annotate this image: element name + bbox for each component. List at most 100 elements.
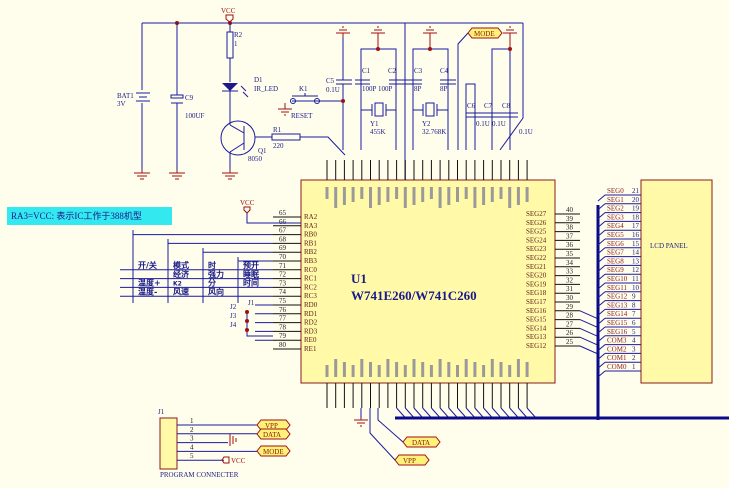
lcd-pin-name: SEG15 bbox=[607, 319, 628, 327]
bus-entry bbox=[448, 407, 458, 418]
connector-pin-number: 1 bbox=[190, 417, 194, 425]
chip-u1 bbox=[300, 179, 556, 384]
lcd-pin-name: SEG5 bbox=[607, 231, 624, 239]
pin-number: 79 bbox=[279, 332, 287, 340]
pin-number: 69 bbox=[279, 244, 287, 252]
bus-entry bbox=[597, 256, 606, 263]
bus-entry bbox=[597, 370, 606, 378]
bus-entry bbox=[465, 407, 475, 418]
pin-number: 31 bbox=[566, 285, 574, 293]
pin-marker bbox=[351, 365, 355, 377]
lcd-pin-number: 14 bbox=[632, 249, 640, 257]
resistor-icon bbox=[226, 31, 234, 59]
lcd-pin-name: COM3 bbox=[607, 337, 627, 345]
c2-value: 100P bbox=[378, 85, 393, 93]
c1-value: 100P bbox=[362, 85, 377, 93]
pin-marker bbox=[456, 187, 459, 202]
pin-name: SEG15 bbox=[526, 316, 547, 324]
note-box: RA3=VCC: 表示IC工作于388机型 bbox=[7, 207, 172, 225]
lcd-pin-number: 4 bbox=[632, 337, 636, 345]
j1-ref: J1 bbox=[158, 408, 165, 416]
pin-number: 36 bbox=[566, 241, 574, 249]
c5-ref: C5 bbox=[326, 77, 335, 85]
u1-ref: U1 bbox=[351, 271, 367, 286]
pin-marker bbox=[525, 187, 529, 202]
bus-entry bbox=[483, 407, 492, 418]
program-connector bbox=[159, 417, 178, 470]
pin-number: 68 bbox=[279, 235, 287, 243]
pin-marker bbox=[490, 359, 494, 377]
lcd-pin-number: 21 bbox=[632, 187, 640, 195]
lcd-pin-number: 18 bbox=[632, 213, 640, 221]
u1-value: W741E260/W741C260 bbox=[351, 288, 477, 303]
key-label: 开/关 bbox=[138, 260, 157, 270]
lcd-pin-number: 7 bbox=[632, 310, 636, 318]
pin-marker bbox=[325, 187, 329, 199]
key-label: 强力 bbox=[208, 269, 224, 279]
lcd-pin-number: 8 bbox=[632, 301, 636, 309]
bus-entry bbox=[597, 361, 606, 369]
lcd-label: LCD PANEL bbox=[650, 242, 688, 250]
lcd-pin-name: SEG14 bbox=[607, 310, 628, 318]
lcd-pin-number: 12 bbox=[632, 266, 640, 274]
pin-number: 35 bbox=[566, 250, 574, 258]
pin-marker bbox=[351, 187, 355, 202]
pin-name: RC0 bbox=[304, 266, 317, 274]
c8-ref: C8 bbox=[502, 102, 511, 110]
connector-pin-number: 2 bbox=[190, 426, 194, 434]
capacitor-icon bbox=[170, 94, 184, 99]
pin-marker bbox=[403, 365, 407, 377]
pin-marker bbox=[499, 187, 503, 199]
net-label-vpp: VPP bbox=[394, 454, 430, 466]
k1-value: RESET bbox=[291, 112, 313, 120]
vcc-label-top: VCC bbox=[221, 7, 236, 15]
bus-entry bbox=[597, 282, 606, 290]
pin-name: RD0 bbox=[304, 301, 318, 309]
crystal-icon bbox=[425, 102, 435, 117]
key-label: 分 bbox=[208, 278, 216, 288]
pin-number: 29 bbox=[566, 303, 574, 311]
bus-entry bbox=[526, 407, 536, 418]
jumper-j3: J3 bbox=[230, 312, 237, 320]
bus-entry bbox=[509, 407, 519, 418]
pin-marker bbox=[412, 187, 416, 205]
pin-marker bbox=[525, 362, 529, 377]
lcd-pin-name: SEG4 bbox=[607, 222, 624, 230]
jumper-j4: J4 bbox=[230, 321, 237, 329]
lcd-pin-number: 6 bbox=[632, 319, 636, 327]
pin-number: 67 bbox=[279, 227, 287, 235]
pin-number: 80 bbox=[279, 341, 287, 349]
key-label: 风向 bbox=[208, 286, 224, 296]
r2-ref: R2 bbox=[234, 31, 243, 39]
lcd-pin-number: 10 bbox=[632, 284, 640, 292]
lcd-pin-name: SEG11 bbox=[607, 284, 627, 292]
vcc-label-j1: VCC bbox=[231, 457, 246, 465]
q1-value: 8050 bbox=[248, 155, 263, 163]
bus-entry bbox=[597, 309, 606, 316]
pin-marker bbox=[334, 187, 338, 208]
c6-value: 0.1U bbox=[476, 120, 490, 128]
pin-number: 72 bbox=[279, 271, 287, 279]
lcd-pin-number: 3 bbox=[632, 345, 636, 353]
lcd-pin-name: SEG13 bbox=[607, 301, 628, 309]
bus-entry bbox=[597, 194, 606, 202]
lcd-pin-name: SEG6 bbox=[607, 240, 624, 248]
pin-marker bbox=[464, 187, 468, 199]
lcd-pin-name: SEG1 bbox=[607, 196, 624, 204]
pin-number: 70 bbox=[279, 253, 287, 261]
jumper-j1: J1 bbox=[248, 299, 255, 307]
lcd-pin-number: 13 bbox=[632, 257, 640, 265]
pin-name: RB0 bbox=[304, 231, 317, 239]
pin-name: RC3 bbox=[304, 292, 317, 300]
pin-name: SEG22 bbox=[526, 254, 547, 262]
vcc-label-left: VCC bbox=[240, 199, 255, 207]
bus-entry bbox=[474, 407, 484, 418]
pin-name: SEG19 bbox=[526, 280, 547, 288]
pin-marker bbox=[325, 365, 329, 377]
c3-ref: C3 bbox=[414, 67, 423, 75]
bus-entry bbox=[431, 407, 440, 418]
pin-number: 25 bbox=[566, 338, 574, 346]
pin-number: 71 bbox=[279, 262, 287, 270]
svg-text:DATA: DATA bbox=[412, 439, 430, 447]
